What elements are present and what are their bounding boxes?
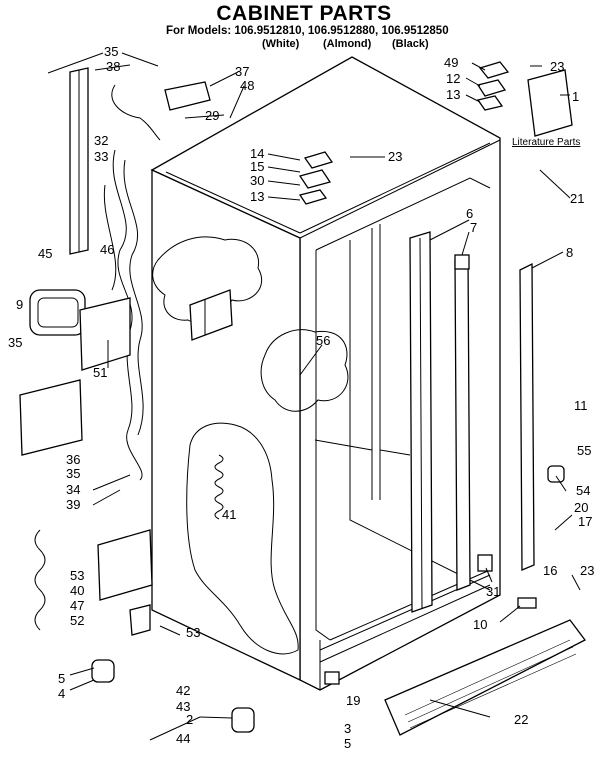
callout-49: 49 <box>444 55 458 70</box>
callout-23-middle: 23 <box>388 149 402 164</box>
callout-5-bottom: 5 <box>344 736 351 751</box>
callout-48: 48 <box>240 78 254 93</box>
wiring-and-side-parts <box>19 67 255 733</box>
callout-29: 29 <box>205 108 219 123</box>
callout-13-middle: 13 <box>250 189 264 204</box>
door-trim-strips <box>409 231 535 613</box>
callout-36: 36 <box>66 452 80 467</box>
callout-46: 46 <box>100 242 114 257</box>
callout-31: 31 <box>486 584 500 599</box>
callout-6: 6 <box>466 206 473 221</box>
callout-43: 43 <box>176 699 190 714</box>
callout-38: 38 <box>106 59 120 74</box>
cabinet-shell <box>150 56 501 691</box>
callout-20: 20 <box>574 500 588 515</box>
callout-51: 51 <box>93 365 107 380</box>
callout-9: 9 <box>16 297 23 312</box>
callout-17: 17 <box>578 514 592 529</box>
callout-10: 10 <box>473 617 487 632</box>
callout-53-lower: 53 <box>186 625 200 640</box>
callout-23-top: 23 <box>550 59 564 74</box>
callout-37: 37 <box>235 64 249 79</box>
callout-55: 55 <box>577 443 591 458</box>
callout-14: 14 <box>250 146 264 161</box>
callout-23-lower: 23 <box>580 563 594 578</box>
callout-7: 7 <box>470 220 477 235</box>
variant-black: (Black) <box>392 38 429 50</box>
callout-52: 52 <box>70 613 84 628</box>
callout-labels: 35 38 37 48 29 32 33 49 23 12 13 1 14 15… <box>8 44 594 751</box>
grille-and-hardware <box>324 465 586 736</box>
callout-53-upper: 53 <box>70 568 84 583</box>
callout-32: 32 <box>94 133 108 148</box>
callout-35-lower: 35 <box>66 466 80 481</box>
callout-21: 21 <box>570 191 584 206</box>
callout-35: 35 <box>104 44 118 59</box>
callout-13-top: 13 <box>446 87 460 102</box>
callout-16: 16 <box>543 563 557 578</box>
leader-lines <box>47 52 581 741</box>
callout-12: 12 <box>446 71 460 86</box>
callout-3: 3 <box>344 721 351 736</box>
callout-5-left: 5 <box>58 671 65 686</box>
variant-almond: (Almond) <box>323 38 372 50</box>
variant-white: (White) <box>262 38 300 50</box>
callout-19: 19 <box>346 693 360 708</box>
callout-39: 39 <box>66 497 80 512</box>
callout-44: 44 <box>176 731 190 746</box>
callout-33: 33 <box>94 149 108 164</box>
model-numbers: For Models: 106.9512810, 106.9512880, 10… <box>166 25 449 37</box>
callout-45: 45 <box>38 246 52 261</box>
callout-30: 30 <box>250 173 264 188</box>
callout-35-middle: 35 <box>8 335 22 350</box>
callout-2: 2 <box>186 712 193 727</box>
callout-22: 22 <box>514 712 528 727</box>
callout-11: 11 <box>574 398 588 413</box>
callout-47: 47 <box>70 598 84 613</box>
callout-42: 42 <box>176 683 190 698</box>
callout-15: 15 <box>250 159 264 174</box>
callout-40: 40 <box>70 583 84 598</box>
hinge-and-literature <box>298 61 573 205</box>
callout-34: 34 <box>66 482 80 497</box>
callout-4: 4 <box>58 686 65 701</box>
diagram-title: CABINET PARTS <box>216 2 392 25</box>
callout-8: 8 <box>566 245 573 260</box>
callout-54: 54 <box>576 483 590 498</box>
callout-41: 41 <box>222 507 236 522</box>
literature-parts-label: Literature Parts <box>512 137 581 148</box>
callout-56: 56 <box>316 333 330 348</box>
callout-1: 1 <box>572 89 579 104</box>
